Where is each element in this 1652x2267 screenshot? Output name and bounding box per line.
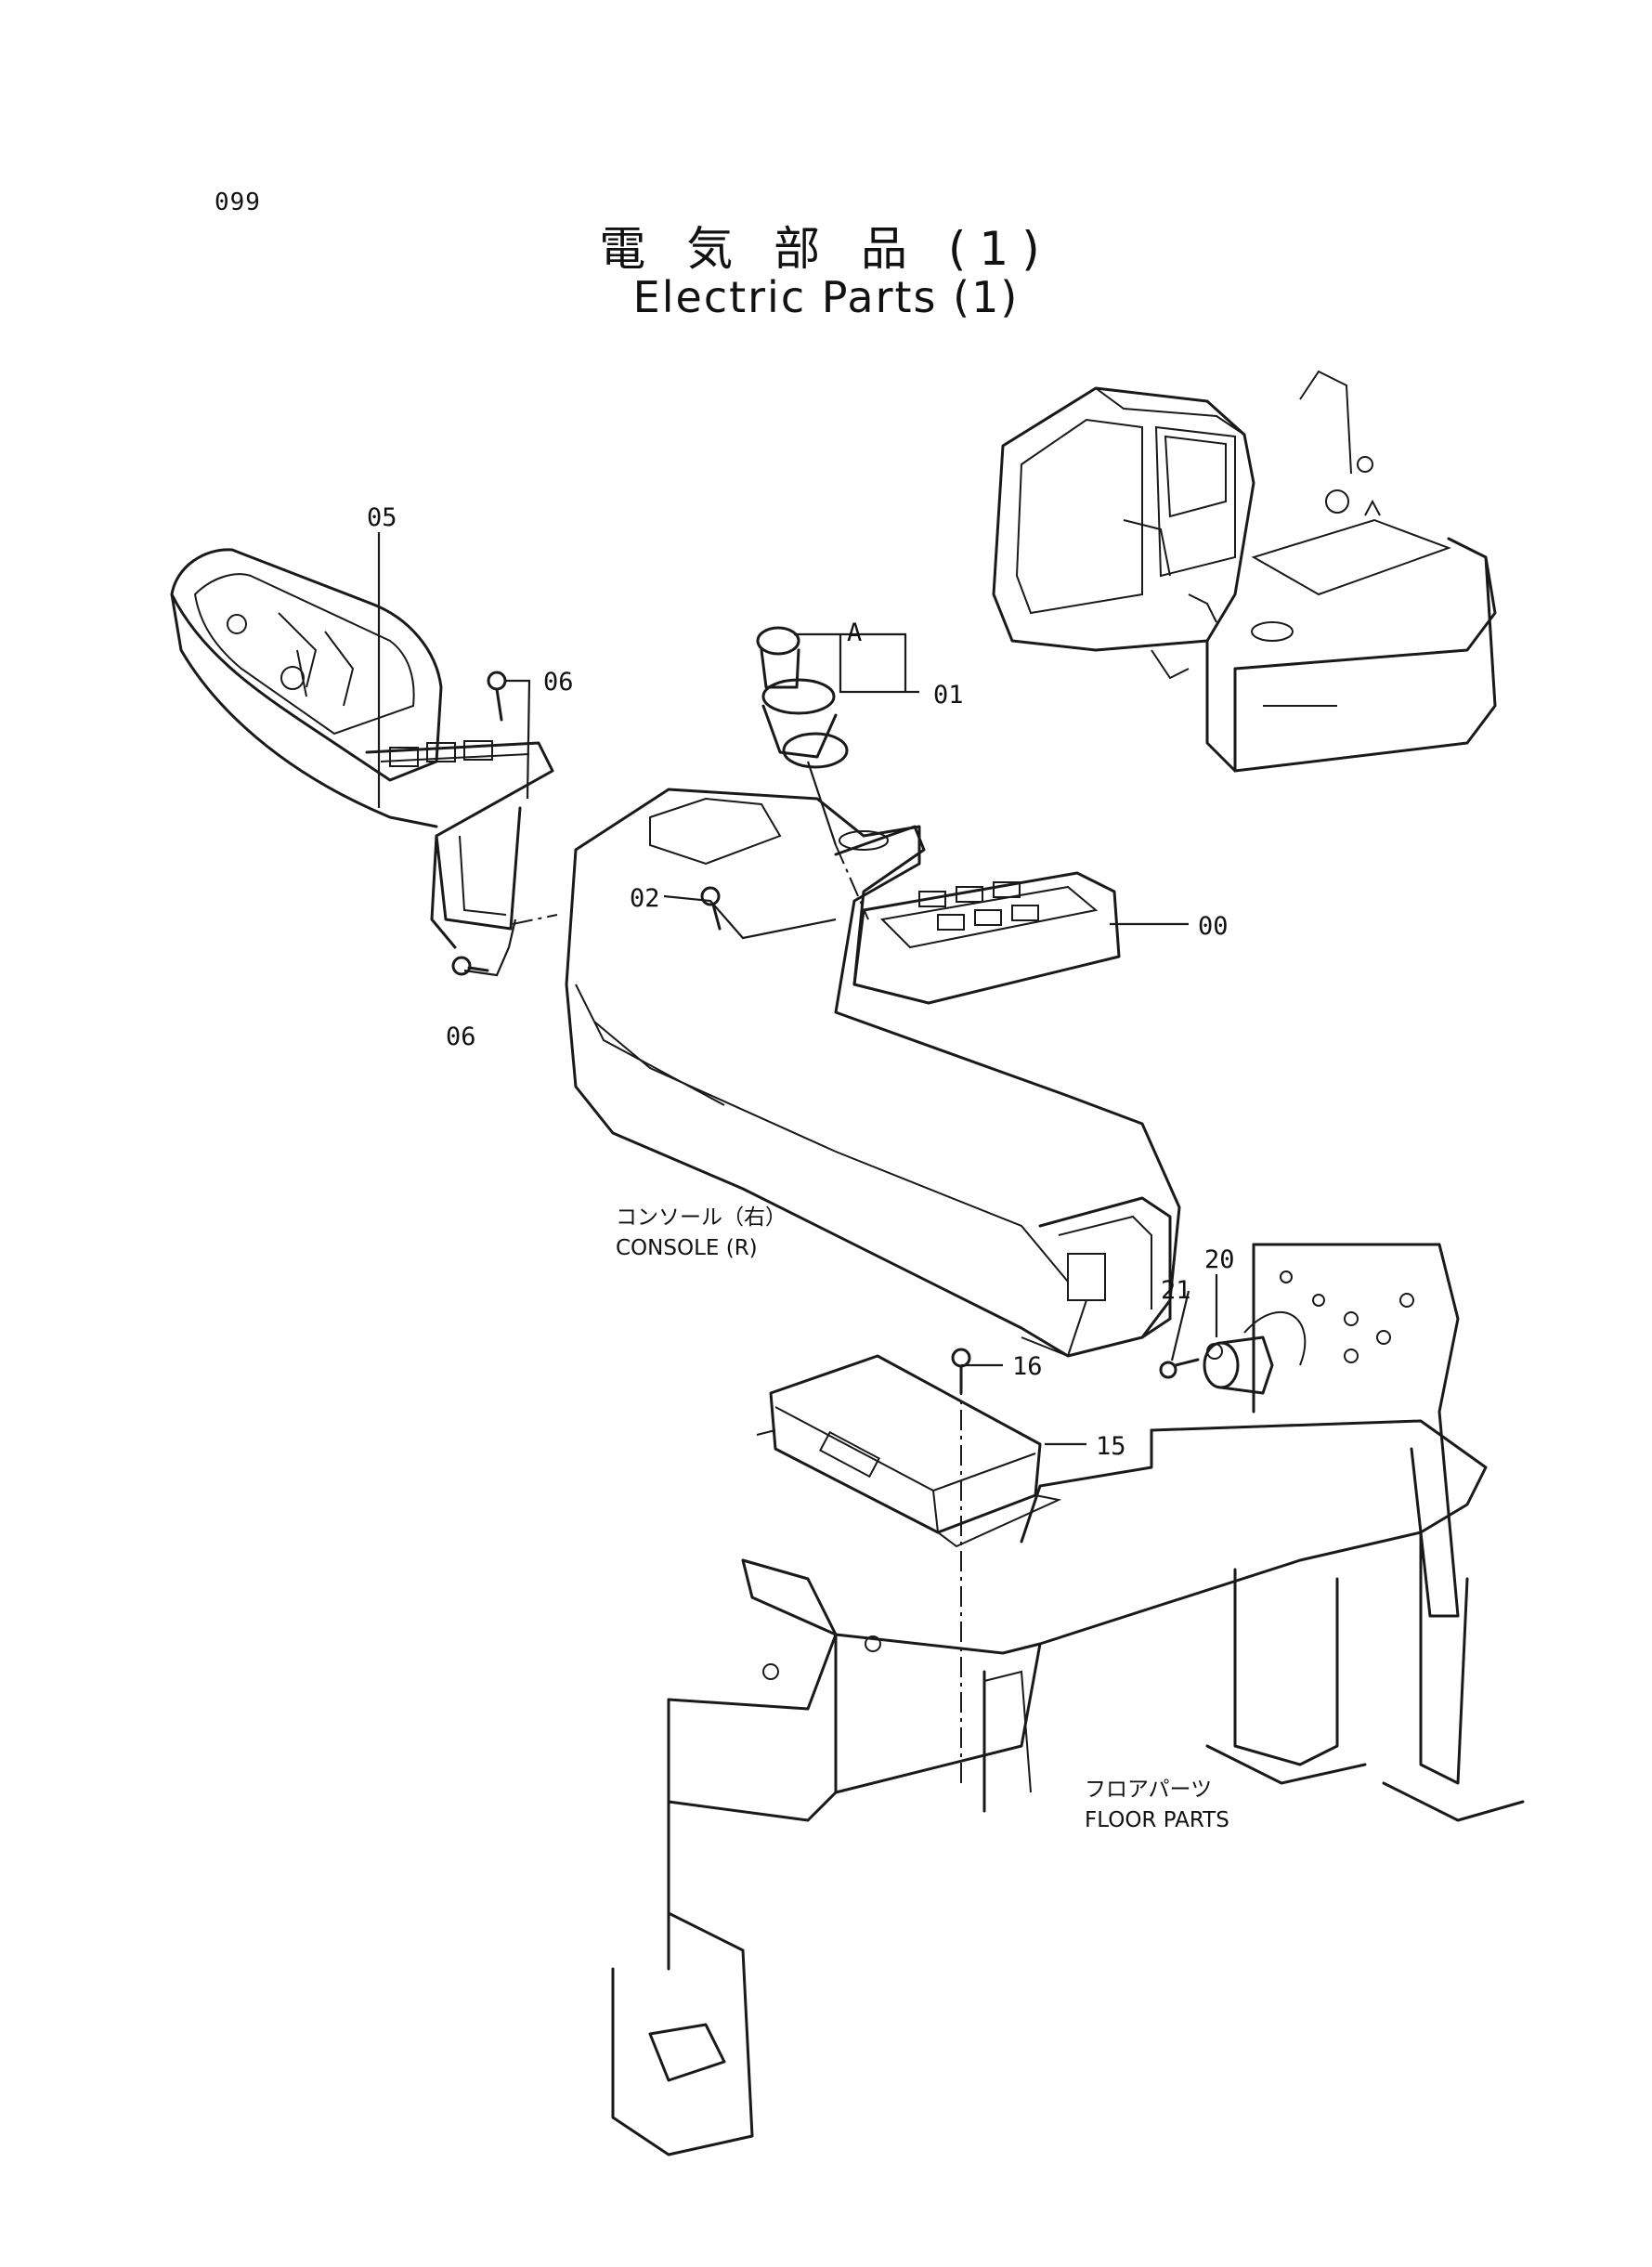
- callout-16: 16: [1012, 1352, 1043, 1381]
- excavator-overview-illustration: [992, 370, 1497, 773]
- callout-01: 01: [933, 681, 964, 710]
- callout-21: 21: [1161, 1276, 1191, 1305]
- screw-part-06-lower: [451, 956, 489, 976]
- buzzer-part-20: [1203, 1311, 1307, 1395]
- bolt-part-21: [1159, 1358, 1200, 1379]
- callout-06-upper: 06: [543, 668, 574, 697]
- callout-a: A: [847, 619, 862, 647]
- screw-part-02: [700, 886, 722, 931]
- screw-part-06-upper: [487, 671, 507, 722]
- console-right-illustration: [565, 788, 1181, 1358]
- page-title-japanese: 電 気 部 品 (1): [599, 222, 1053, 276]
- leader-lines: [377, 532, 1218, 1783]
- page-number: 099: [215, 189, 261, 216]
- console-label-japanese: コンソール（右）: [616, 1205, 787, 1230]
- screw-part-16: [951, 1348, 971, 1395]
- floor-parts-frame: [611, 1419, 1525, 2156]
- monitor-housing-part-05: [170, 548, 554, 949]
- floor-parts-label-japanese: フロアパーツ: [1085, 1778, 1212, 1802]
- callout-00: 00: [1198, 912, 1229, 941]
- callout-05: 05: [367, 503, 397, 532]
- key-switch-part-01: [756, 626, 849, 846]
- callout-20: 20: [1204, 1245, 1235, 1274]
- floor-parts-label-english: FLOOR PARTS: [1085, 1808, 1229, 1832]
- bracket-plate: [1252, 1243, 1460, 1618]
- callout-06-lower: 06: [446, 1023, 476, 1051]
- callout-02: 02: [630, 884, 660, 913]
- page-title-english: Electric Parts (1): [632, 272, 1020, 322]
- console-label-english: CONSOLE (R): [616, 1236, 758, 1260]
- callout-15: 15: [1096, 1432, 1126, 1461]
- controller-box-part-15: [756, 1354, 1062, 1548]
